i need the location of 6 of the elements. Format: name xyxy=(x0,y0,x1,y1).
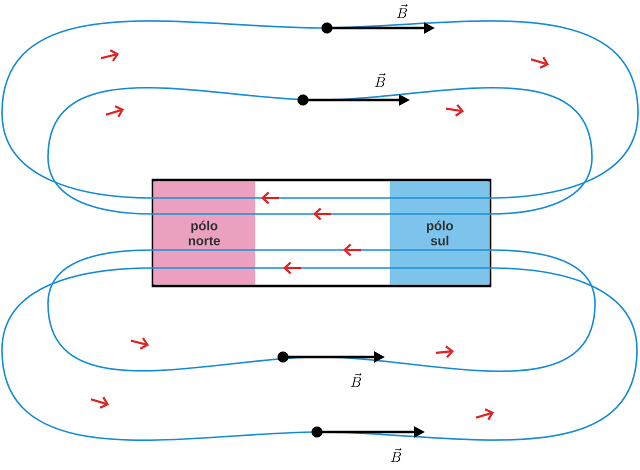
magnet-pole: pólo sul xyxy=(390,182,490,284)
vector-label: $\vec{B}$ xyxy=(350,373,362,387)
magnet-pole: pólo norte xyxy=(153,182,256,284)
vector-label: $\vec{B}$ xyxy=(396,4,408,18)
vector-label: $\vec{B}$ xyxy=(374,73,386,87)
vector-label: $\vec{B}$ xyxy=(390,448,402,462)
